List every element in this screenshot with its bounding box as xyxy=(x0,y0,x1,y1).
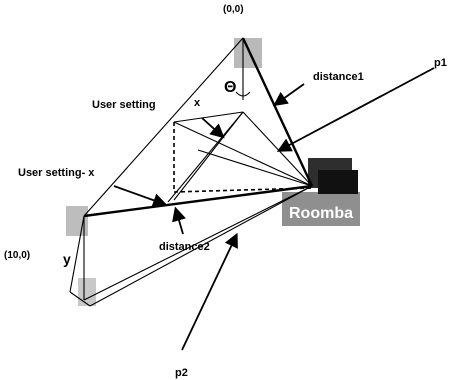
top-corner-block xyxy=(234,38,262,68)
p2-label: p2 xyxy=(175,367,188,379)
distance2-arrow xyxy=(172,206,186,235)
distance2-line xyxy=(83,184,313,218)
origin-label: (0,0) xyxy=(223,4,244,15)
bottom-edge xyxy=(89,185,313,307)
distance2-label: distance2 xyxy=(159,241,210,253)
p1-arrow xyxy=(276,67,435,152)
user-setting-label: User setting xyxy=(92,99,156,111)
distance1-label: distance1 xyxy=(313,71,364,83)
theta-arc xyxy=(235,91,251,97)
roomba-label: Roomba xyxy=(289,205,353,222)
distance1-line xyxy=(241,37,314,187)
p2-arrow xyxy=(181,232,238,351)
left-corner-block xyxy=(66,206,88,236)
room-outline xyxy=(69,37,313,307)
arrows xyxy=(113,67,435,351)
x-label: x xyxy=(194,97,201,109)
y-label: y xyxy=(63,251,71,267)
p1-label: p1 xyxy=(434,57,447,69)
roomba-sensor xyxy=(318,170,358,194)
distance1-arrow xyxy=(273,83,305,107)
user-setting-box xyxy=(173,122,313,193)
corner-label: (10,0) xyxy=(4,250,30,261)
left-short-edge xyxy=(69,215,85,293)
theta-label: Θ xyxy=(224,79,236,96)
x-arrow xyxy=(201,117,225,139)
bottom-corner-block xyxy=(78,278,96,306)
roomba-base xyxy=(282,192,360,226)
user-setting-minus-x-label: User setting- x xyxy=(18,167,95,179)
user-setting-minus-x-arrow xyxy=(113,185,168,208)
left-long-edge xyxy=(83,37,244,217)
